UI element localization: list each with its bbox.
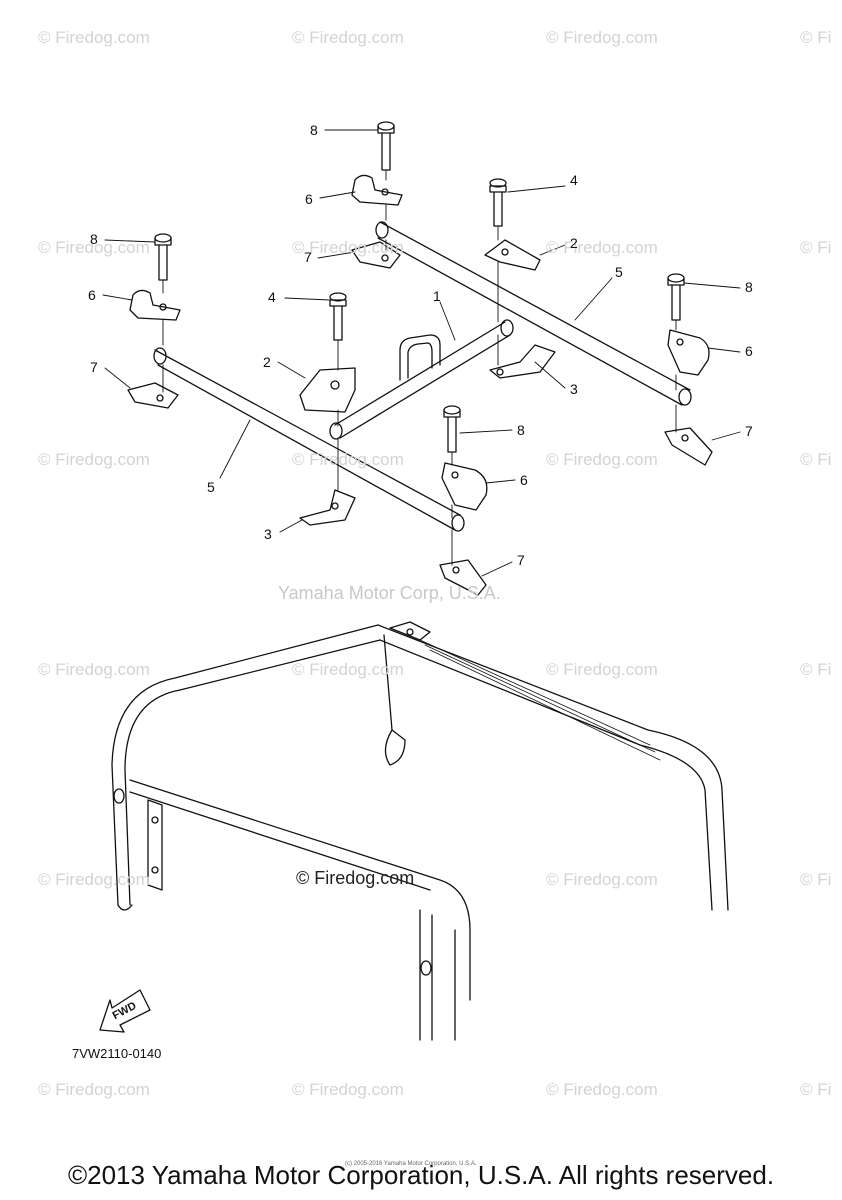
watermark: © Firedog.com: [292, 660, 404, 679]
callout-4: 4: [268, 289, 276, 305]
bolt-8-top: [377, 121, 395, 171]
roll-cage-frame: [111, 621, 729, 1041]
bolt-8-left: [154, 233, 172, 281]
watermark: © Firedog.com: [546, 28, 658, 47]
bracket-3-right: [489, 344, 556, 379]
callout-6: 6: [520, 472, 528, 488]
watermark: © Fi: [800, 870, 832, 889]
clamp-2-left: [299, 367, 356, 413]
part-code: 7VW2110-0140: [72, 1046, 162, 1061]
callout-8: 8: [517, 422, 525, 438]
callout-8: 8: [90, 231, 98, 247]
watermark: © Firedog.com: [546, 870, 658, 889]
clamp-6-top: [351, 174, 403, 206]
callout-3: 3: [264, 526, 272, 542]
handle-bar: [329, 319, 514, 440]
alignment-lines: [162, 169, 677, 566]
clamp-6-center: [441, 462, 488, 511]
watermark: © Fi: [800, 238, 832, 257]
clamp-2-right: [484, 239, 541, 271]
yamaha-watermark: Yamaha Motor Corp, U.S.A.: [278, 583, 501, 603]
leader-lines: [102, 129, 741, 577]
watermark: © Fi: [800, 1080, 832, 1099]
callout-2: 2: [570, 235, 578, 251]
center-watermark: © Firedog.com: [296, 868, 415, 888]
watermark: © Firedog.com: [292, 28, 404, 47]
callout-7: 7: [90, 359, 98, 375]
callout-3: 3: [570, 381, 578, 397]
bracket-3-center: [299, 489, 356, 526]
bolt-4-right: [489, 178, 507, 227]
copyright-notice: ©2013 Yamaha Motor Corporation, U.S.A. A…: [67, 1160, 775, 1190]
watermark: © Fi: [800, 660, 832, 679]
callout-1: 1: [433, 288, 441, 304]
watermark: © Firedog.com: [38, 1080, 150, 1099]
callout-6: 6: [745, 343, 753, 359]
plate-7-left: [127, 382, 179, 409]
callout-7: 7: [745, 423, 753, 439]
watermark: © Firedog.com: [38, 660, 150, 679]
tiny-copyright: (c) 2005-2016 Yamaha Motor Corporation, …: [345, 1161, 477, 1167]
bolt-8-right: [667, 273, 685, 321]
callout-6: 6: [305, 191, 313, 207]
watermark: © Firedog.com: [546, 660, 658, 679]
watermark: © Firedog.com: [38, 450, 150, 469]
bolt-8-center: [443, 405, 461, 453]
watermark: © Firedog.com: [546, 238, 658, 257]
fwd-arrow-icon: [99, 989, 151, 1033]
cross-bar-left: [153, 347, 465, 532]
callout-7: 7: [517, 552, 525, 568]
watermark: © Firedog.com: [38, 28, 150, 47]
watermark: © Firedog.com: [546, 450, 658, 469]
plate-7-right: [664, 427, 713, 466]
watermark: © Firedog.com: [38, 238, 150, 257]
plate-7-bottom: [439, 559, 487, 596]
callout-6: 6: [88, 287, 96, 303]
watermark: © Firedog.com: [546, 1080, 658, 1099]
watermark: © Firedog.com: [292, 1080, 404, 1099]
watermark: © Firedog.com: [38, 870, 150, 889]
clamp-6-left: [129, 289, 181, 321]
callout-7: 7: [304, 249, 312, 265]
callout-5: 5: [207, 479, 215, 495]
watermark: © Firedog.com: [292, 450, 404, 469]
watermark: © Fi: [800, 28, 832, 47]
cross-bar-right: [375, 221, 692, 406]
callout-2: 2: [263, 354, 271, 370]
callout-8: 8: [310, 122, 318, 138]
watermark: © Fi: [800, 450, 832, 469]
watermark: © Firedog.com: [292, 238, 404, 257]
bolt-4-center: [329, 292, 347, 341]
callout-8: 8: [745, 279, 753, 295]
clamp-6-right: [667, 329, 710, 376]
callout-5: 5: [615, 264, 623, 280]
callout-4: 4: [570, 172, 578, 188]
plate-7-topmid: [351, 241, 401, 269]
